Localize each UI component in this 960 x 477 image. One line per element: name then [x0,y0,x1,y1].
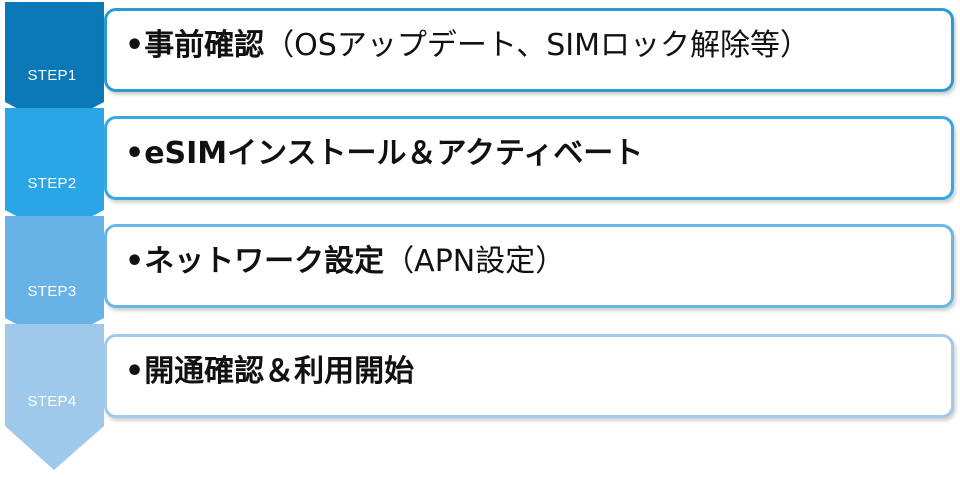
step3-title: ネットワーク設定 [144,244,385,279]
step2-title: eSIMインストール＆アクティベート [144,136,644,171]
step2-box: •eSIMインストール＆アクティベート [104,116,954,200]
step4-title: 開通確認＆利用開始 [144,354,415,389]
step4-box: •開通確認＆利用開始 [104,334,954,418]
step1-title: 事前確認 [144,28,265,63]
step1-bullet: • [125,28,145,63]
step4-bullet: • [125,354,145,389]
step3-note: （APN設定） [384,244,566,279]
step3-text: •ネットワーク設定（APN設定） [125,247,565,277]
step3-bullet: • [125,244,145,279]
step2-text: •eSIMインストール＆アクティベート [125,139,643,169]
step4-chevron [5,324,104,470]
step1-chevron [5,2,104,128]
step1-box: •事前確認（OSアップデート、SIMロック解除等） [104,8,954,92]
step1-text: •事前確認（OSアップデート、SIMロック解除等） [125,31,810,61]
step3-label: STEP3 [27,283,77,300]
step3-chevron [5,216,104,344]
step4-text: •開通確認＆利用開始 [125,357,414,387]
step1-label: STEP1 [27,67,77,84]
step1-note: （OSアップデート、SIMロック解除等） [264,28,811,63]
step2-chevron [5,108,104,236]
step2-bullet: • [125,136,145,171]
step3-box: •ネットワーク設定（APN設定） [104,224,954,308]
step4-label: STEP4 [27,393,77,410]
step2-label: STEP2 [27,175,77,192]
